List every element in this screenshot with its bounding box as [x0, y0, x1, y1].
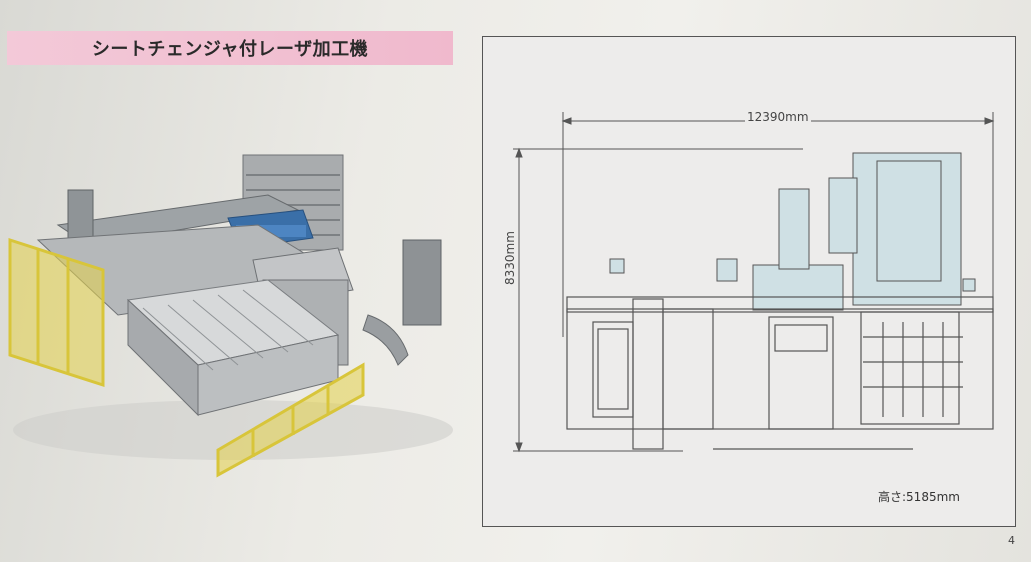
- width-dimension-label: 12390mm: [745, 110, 811, 124]
- laser-unit: [752, 264, 844, 311]
- page-number: 4: [1008, 534, 1015, 547]
- safety-fence-front: [216, 362, 365, 478]
- height-note: 高さ:5185mm: [878, 490, 960, 504]
- section-title: シートチェンジャ付レーザ加工機: [7, 31, 453, 65]
- layout-drawing-lines: [513, 112, 995, 453]
- layout-drawing: 12390mm 8330mm 高さ:5185mm: [482, 36, 1016, 527]
- depth-dimension-label: 8330mm: [503, 229, 517, 287]
- machine-photo: [8, 154, 453, 478]
- pallet-table: [126, 279, 340, 417]
- safety-fence-left: [8, 237, 105, 388]
